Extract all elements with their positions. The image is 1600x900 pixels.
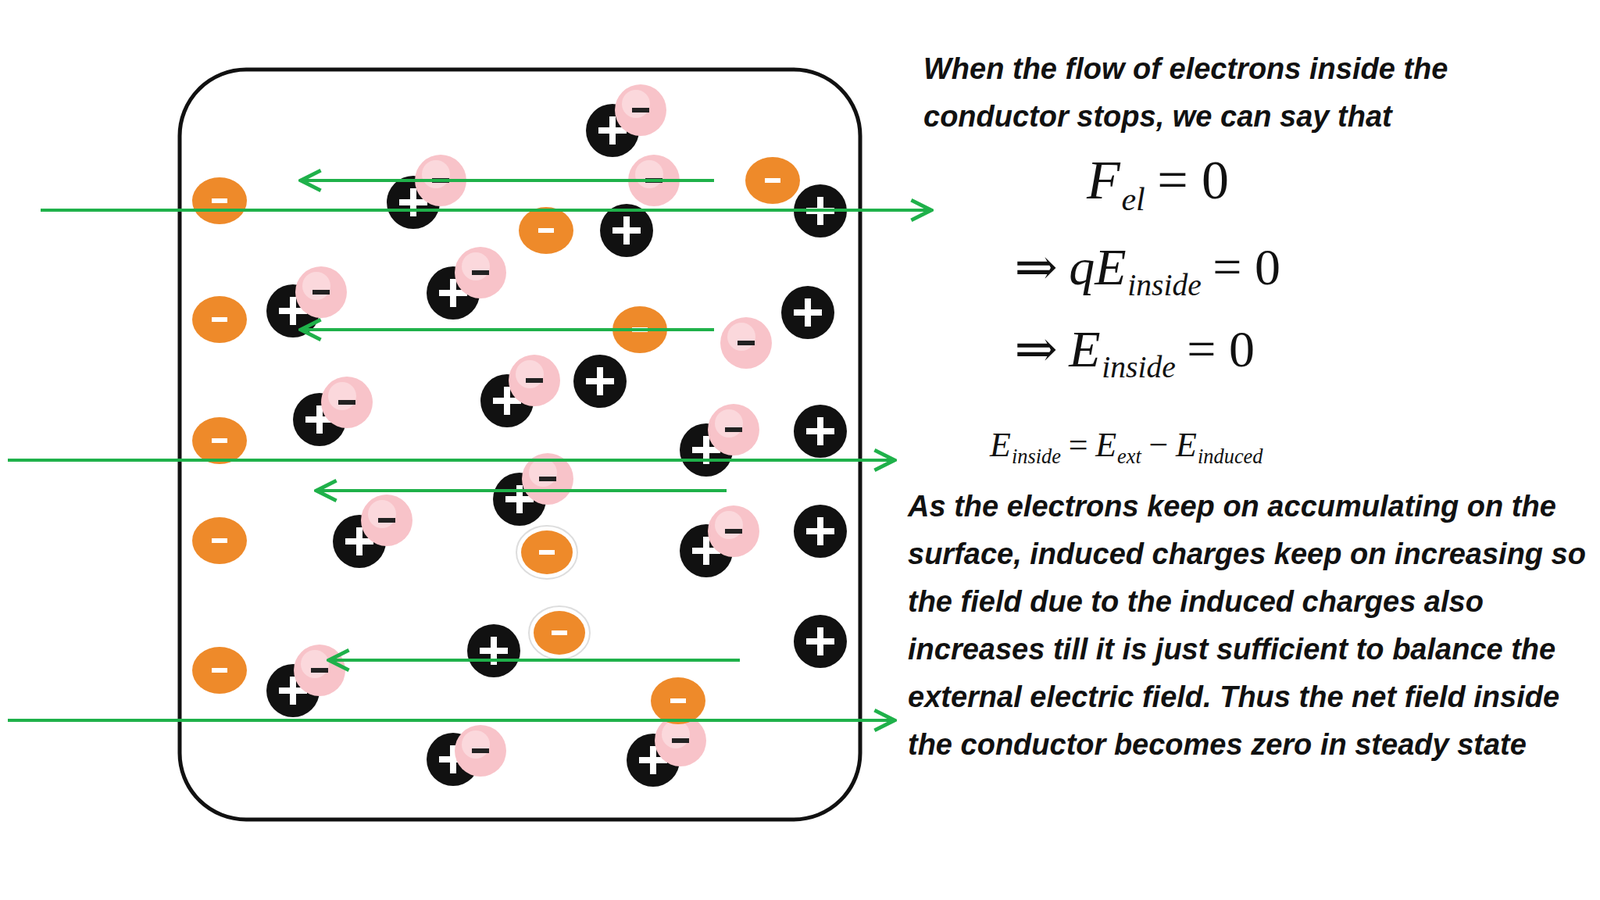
operator: ⇒: [1014, 320, 1058, 378]
variable: E: [989, 425, 1011, 465]
free-electrons: [192, 157, 800, 725]
superposition-equation: Einside=Eext−Einduced: [989, 425, 1264, 467]
variable: qE: [1068, 238, 1126, 296]
explanation-text: As the electrons keep on accumulating on…: [907, 482, 1592, 769]
operator: = 0: [1212, 238, 1281, 296]
conductor-outline: [179, 69, 861, 820]
force-equation: ⇒qEinside= 0: [1003, 235, 1293, 298]
field-equation: ⇒Einside= 0: [1003, 317, 1267, 380]
subscript: induced: [1197, 444, 1264, 468]
operator: =: [1068, 425, 1089, 465]
bound-electrons: [293, 84, 772, 777]
variable: F: [1086, 150, 1121, 211]
intro-text: When the flow of electrons inside the co…: [923, 45, 1588, 141]
subscript: inside: [1101, 350, 1176, 385]
subscript: inside: [1011, 444, 1061, 468]
operator: = 0: [1186, 320, 1255, 378]
positive-ions: [266, 103, 847, 787]
subscript: el: [1121, 181, 1145, 218]
subscript: ext: [1117, 444, 1142, 468]
subscript: inside: [1127, 267, 1202, 303]
operator: ⇒: [1014, 238, 1058, 296]
field-arrows: [7, 180, 932, 721]
variable: E: [1095, 425, 1117, 465]
operator: −: [1149, 425, 1169, 465]
force-equation: Fel= 0: [1086, 147, 1242, 214]
variable: E: [1175, 425, 1197, 465]
variable: E: [1068, 320, 1100, 378]
operator: = 0: [1157, 150, 1229, 211]
